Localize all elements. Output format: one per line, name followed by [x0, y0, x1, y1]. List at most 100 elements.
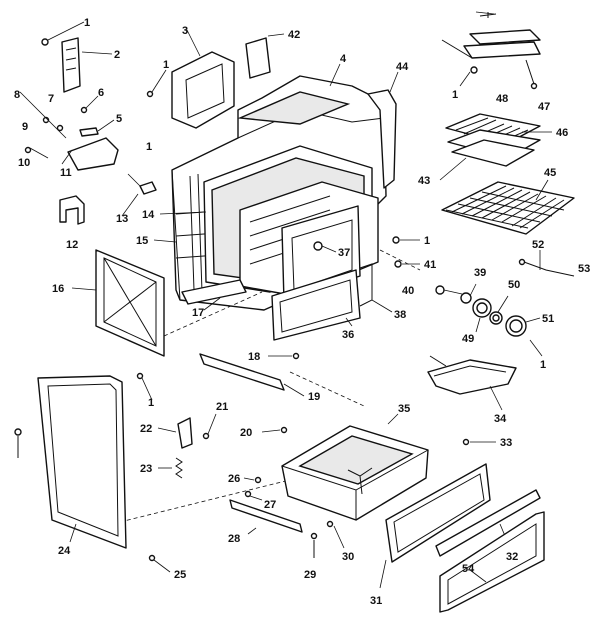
callout-19: 19: [308, 391, 320, 403]
callout-11: 11: [60, 167, 72, 179]
screw-part-47: [525, 59, 538, 90]
callout-46: 46: [556, 127, 568, 139]
callout-1: 1: [540, 359, 546, 371]
callout-17: 17: [192, 307, 204, 319]
screw-parts-29-30: [310, 520, 345, 558]
callout-10: 10: [18, 157, 30, 169]
callout-38: 38: [394, 309, 406, 321]
screw-part-1-a: [41, 21, 85, 46]
kick-panel-part-54: [439, 511, 545, 613]
callout-21: 21: [216, 401, 228, 413]
callout-37: 37: [338, 247, 350, 259]
panel-part-16: [95, 249, 165, 357]
bracket-part-17: [181, 279, 247, 305]
callout-7: 7: [48, 93, 54, 105]
callout-41: 41: [424, 259, 436, 271]
callout-51: 51: [542, 313, 554, 325]
callout-34: 34: [494, 413, 507, 425]
callout-40: 40: [402, 285, 414, 297]
callout-20: 20: [240, 427, 252, 439]
guide-lines: [119, 249, 421, 523]
callout-27: 27: [264, 499, 276, 511]
callout-1: 1: [146, 141, 152, 153]
screw-part-1-c: [136, 372, 153, 401]
spring-part-23: [158, 457, 183, 479]
clip-part-5: [79, 119, 115, 137]
broiler-pan-part-46: [439, 113, 552, 181]
callout-36: 36: [342, 329, 354, 341]
bracket-part-13: [127, 173, 157, 195]
callout-53: 53: [578, 263, 590, 275]
callout-43: 43: [418, 175, 430, 187]
drawer-part-35: [281, 413, 429, 521]
callout-14: 14: [142, 209, 155, 221]
screw-part-25: [148, 554, 171, 573]
callout-3: 3: [182, 25, 188, 37]
callout-28: 28: [228, 533, 240, 545]
callout-54: 54: [462, 563, 475, 575]
oven-door-part-24: [37, 375, 127, 549]
callout-35: 35: [398, 403, 410, 415]
callout-1: 1: [163, 59, 169, 71]
callout-labels: 1 2 3 1 42 4 44 8 7 6 5 9 10 11 1 13 14 …: [14, 17, 590, 607]
screw-parts-18-20: [261, 352, 300, 434]
callout-29: 29: [304, 569, 316, 581]
callout-12: 12: [66, 239, 78, 251]
callout-4: 4: [340, 53, 347, 65]
screw-parts-6-10: [19, 91, 99, 159]
callout-33: 33: [500, 437, 512, 449]
callout-42: 42: [288, 29, 300, 41]
callout-16: 16: [52, 283, 64, 295]
plate-part-42: [245, 33, 285, 79]
rod-parts-52-53: [518, 250, 575, 277]
callout-49: 49: [462, 333, 474, 345]
callout-8: 8: [14, 89, 20, 101]
hinge-part-22: [157, 417, 193, 449]
heating-element-part-34: [427, 355, 517, 411]
rail-part-28: [229, 499, 303, 535]
callout-23: 23: [140, 463, 152, 475]
callout-30: 30: [342, 551, 354, 563]
bracket-part-12: [59, 195, 85, 225]
callout-5: 5: [116, 113, 122, 125]
callout-50: 50: [508, 279, 520, 291]
callout-15: 15: [136, 235, 148, 247]
ring-part-51: [505, 315, 543, 357]
oven-rack-part-45: [441, 179, 575, 235]
frame-part-36: [271, 269, 361, 341]
callout-1: 1: [424, 235, 430, 247]
ring-part-49: [472, 298, 492, 333]
screw-part-21: [202, 413, 217, 440]
broiler-part-48: [463, 11, 541, 59]
callout-2: 2: [114, 49, 120, 61]
callout-13: 13: [116, 213, 128, 225]
screw-part-33: [462, 438, 496, 446]
callout-18: 18: [248, 351, 260, 363]
callout-1: 1: [452, 89, 458, 101]
screw-parts-1-41: [392, 236, 420, 268]
callout-26: 26: [228, 473, 240, 485]
panel-part-3: [146, 27, 235, 129]
callout-39: 39: [474, 267, 486, 279]
clip-part-1-b: [441, 39, 478, 87]
callout-9: 9: [22, 121, 28, 133]
knob-parts-39-40: [435, 283, 477, 304]
callout-32: 32: [506, 551, 518, 563]
bracket-part-2: [61, 37, 113, 93]
callout-22: 22: [140, 423, 152, 435]
callout-1: 1: [148, 397, 154, 409]
drawer-front-part-31: [379, 463, 491, 589]
callout-47: 47: [538, 101, 550, 113]
callout-24: 24: [58, 545, 71, 557]
bracket-part-11: [61, 137, 119, 171]
callout-31: 31: [370, 595, 382, 607]
ring-part-50: [489, 295, 509, 325]
hinge-rail-part-19: [199, 353, 305, 397]
callout-52: 52: [532, 239, 544, 251]
callout-25: 25: [174, 569, 186, 581]
callout-45: 45: [544, 167, 556, 179]
leaders-misc: [71, 193, 221, 311]
screw-parts-26-27: [243, 476, 263, 501]
